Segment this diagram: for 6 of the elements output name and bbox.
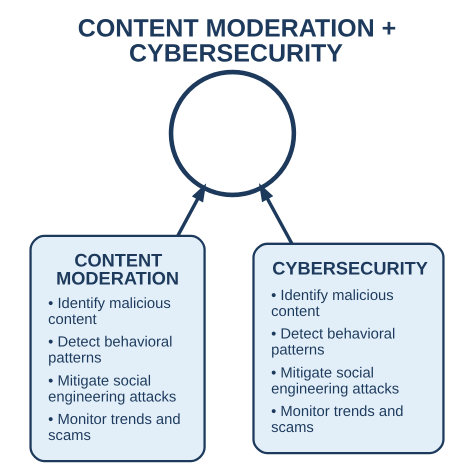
diagram-title: CONTENT MODERATION + CYBERSECURITY xyxy=(78,14,396,68)
node-box: CONTENT MODERATION • Identify malicious content • Detect behavioral patterns • Mitigate social engineering attacks • Monitor trends and scams xyxy=(29,234,206,462)
node-box: CYBERSECURITY • Identify malicious content • Detect behavioral patterns • Mitigate social engineering attacks • Monitor trends and scams xyxy=(252,242,445,454)
node-circle xyxy=(168,70,296,198)
arrow xyxy=(258,183,294,245)
arrow xyxy=(176,183,206,236)
